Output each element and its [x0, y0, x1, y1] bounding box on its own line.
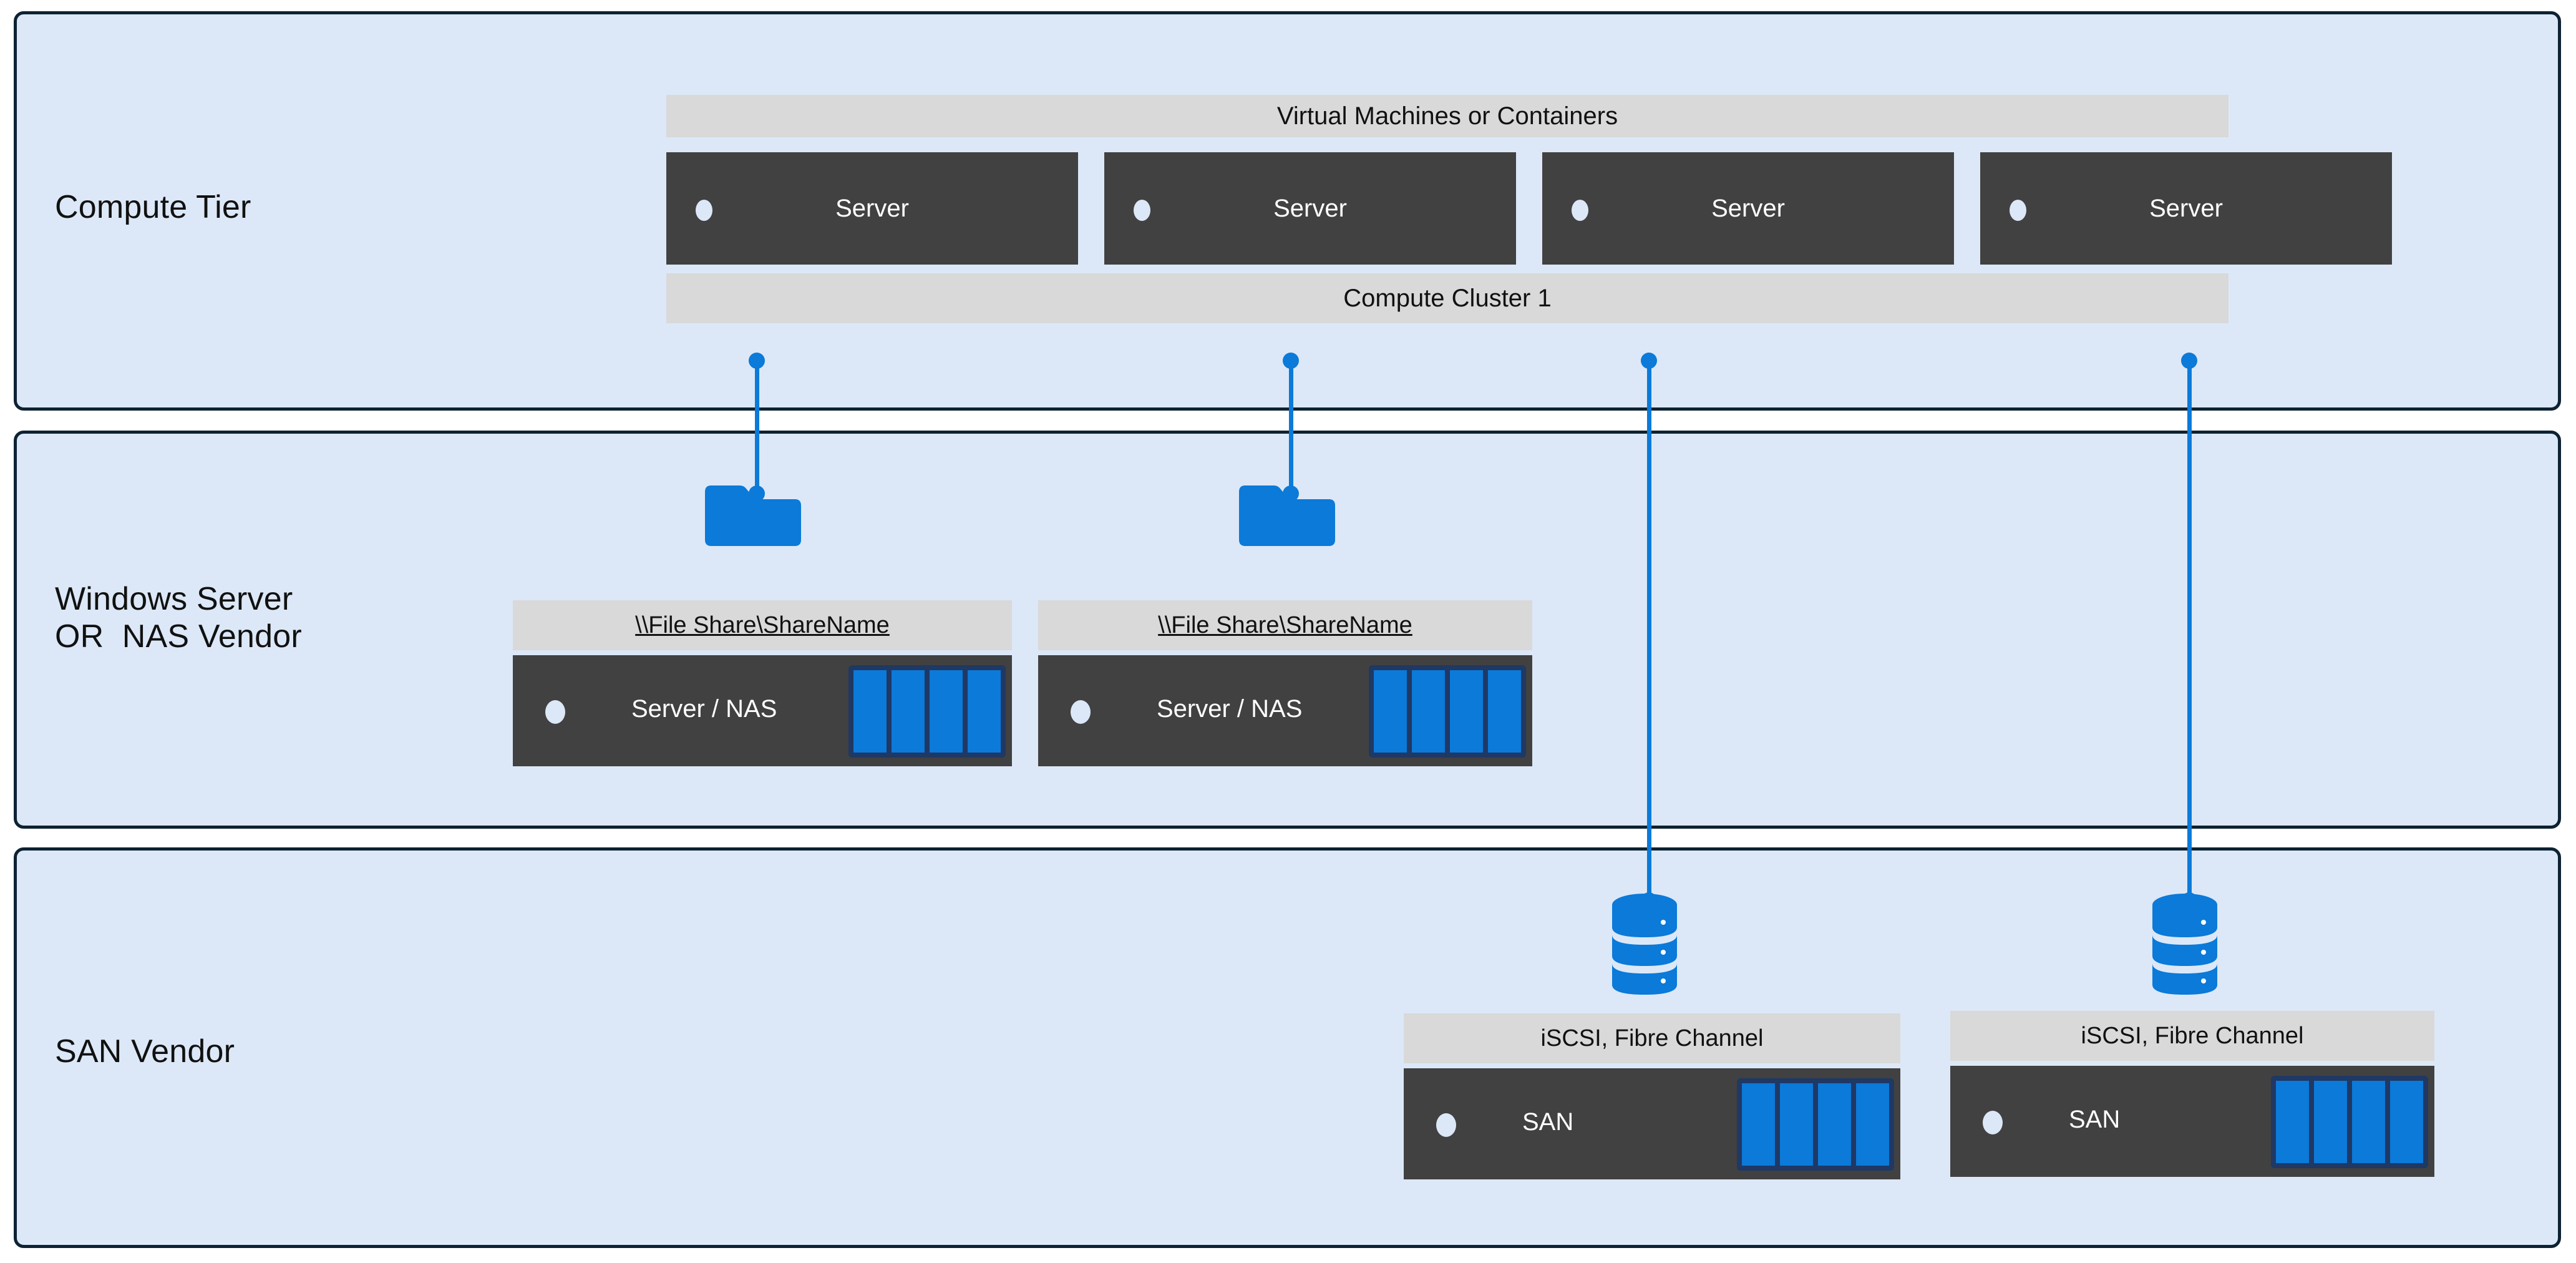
tier-fileshare-label: Windows Server OR NAS Vendor: [55, 581, 302, 655]
disk-bar: [1374, 670, 1407, 753]
tier-san-label: SAN Vendor: [55, 1033, 235, 1070]
fileshare-node-box-1[interactable]: Server / NAS: [513, 655, 1012, 766]
compute-server-label-4: Server: [2149, 194, 2223, 222]
san-band-2: iSCSI, Fibre Channel: [1950, 1011, 2434, 1061]
status-dot-icon: [2010, 200, 2026, 221]
disk-bar: [930, 670, 963, 753]
status-dot-icon: [1071, 700, 1091, 724]
san-band-1: iSCSI, Fibre Channel: [1404, 1013, 1900, 1063]
tier-compute-label: Compute Tier: [55, 189, 251, 225]
disk-bar: [1780, 1083, 1813, 1166]
disk-array-icon: [2271, 1076, 2428, 1168]
compute-server-box-4[interactable]: Server: [1980, 152, 2392, 265]
compute-server-label-2: Server: [1273, 194, 1347, 222]
compute-server-label-3: Server: [1711, 194, 1785, 222]
compute-server-label-1: Server: [835, 194, 909, 222]
compute-server-box-2[interactable]: Server: [1104, 152, 1516, 265]
fileshare-band-1[interactable]: \\File Share\ShareName: [513, 600, 1012, 650]
disk-bar: [1856, 1083, 1889, 1166]
disk-bar: [892, 670, 925, 753]
disk-bar: [1412, 670, 1445, 753]
fileshare-node-label-2: Server / NAS: [1157, 695, 1303, 723]
disk-bar: [853, 670, 887, 753]
connector-line-2: [1289, 358, 1293, 502]
disk-bar: [1742, 1083, 1775, 1166]
san-node-label-2: SAN: [2069, 1106, 2121, 1133]
status-dot-icon: [1134, 200, 1150, 221]
status-dot-icon: [696, 200, 712, 221]
compute-bottom-band: Compute Cluster 1: [666, 273, 2228, 323]
san-node-box-2[interactable]: SAN: [1950, 1066, 2434, 1177]
status-dot-icon: [1983, 1111, 2003, 1134]
connector-endpoint-dot: [1283, 485, 1299, 502]
disk-array-icon: [1737, 1078, 1894, 1171]
connector-endpoint-dot: [2181, 892, 2197, 909]
connector-endpoint-dot: [749, 353, 765, 369]
compute-server-box-3[interactable]: Server: [1542, 152, 1954, 265]
compute-server-box-1[interactable]: Server: [666, 152, 1078, 265]
folder-icon: [705, 485, 801, 546]
connector-endpoint-dot: [1641, 892, 1657, 909]
fileshare-band-2[interactable]: \\File Share\ShareName: [1038, 600, 1532, 650]
disk-bar: [2314, 1081, 2347, 1163]
connector-endpoint-dot: [2181, 353, 2197, 369]
connector-endpoint-dot: [1641, 353, 1657, 369]
status-dot-icon: [545, 700, 565, 724]
database-cylinder-icon: [2152, 894, 2217, 995]
fileshare-node-box-2[interactable]: Server / NAS: [1038, 655, 1532, 766]
san-node-label-1: SAN: [1522, 1108, 1574, 1136]
disk-bar: [2276, 1081, 2309, 1163]
connector-line-3: [1647, 358, 1651, 905]
disk-bar: [1818, 1083, 1851, 1166]
folder-icon: [1239, 485, 1335, 546]
status-dot-icon: [1572, 200, 1588, 221]
disk-bar: [2352, 1081, 2385, 1163]
disk-bar: [1450, 670, 1483, 753]
connector-line-1: [755, 358, 759, 502]
fileshare-node-label-1: Server / NAS: [631, 695, 777, 723]
connector-endpoint-dot: [1283, 353, 1299, 369]
disk-bar: [2390, 1081, 2423, 1163]
compute-top-band: Virtual Machines or Containers: [666, 95, 2228, 137]
status-dot-icon: [1436, 1113, 1456, 1137]
disk-bar: [968, 670, 1001, 753]
san-node-box-1[interactable]: SAN: [1404, 1068, 1900, 1179]
connector-line-4: [2187, 358, 2192, 905]
disk-bar: [1488, 670, 1521, 753]
connector-endpoint-dot: [749, 485, 765, 502]
disk-array-icon: [848, 665, 1006, 758]
disk-array-icon: [1369, 665, 1526, 758]
